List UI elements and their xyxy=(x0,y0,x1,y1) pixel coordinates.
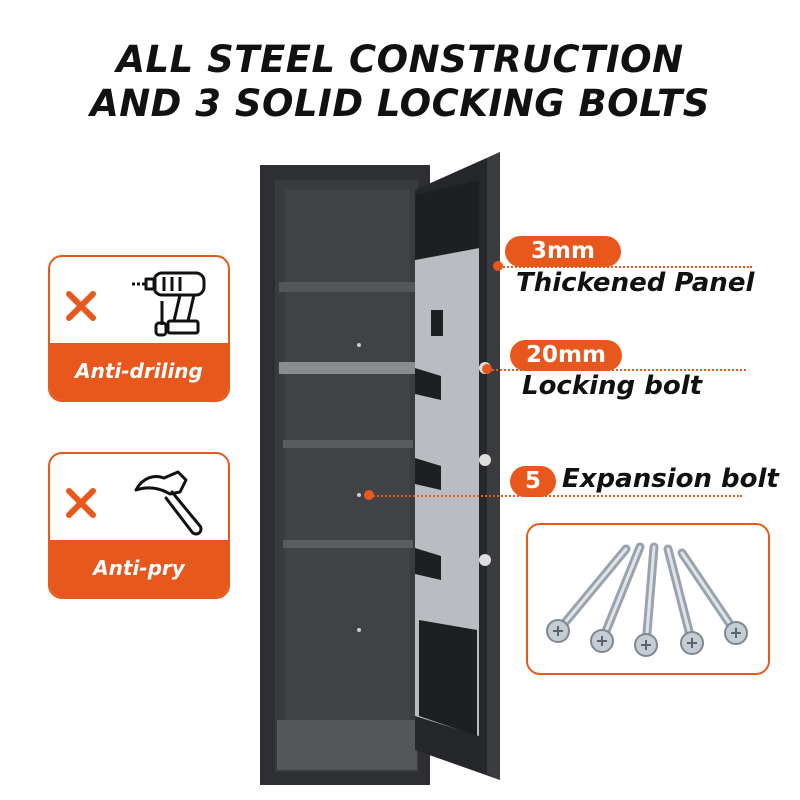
spec-leader-line xyxy=(500,266,752,268)
expansion-bolt-highlight xyxy=(644,545,656,647)
spec-value-badge: 5 xyxy=(510,466,556,497)
feature-card-anti-drilling: Anti-driling xyxy=(48,255,230,402)
feature-card-anti-pry: Anti-pry xyxy=(48,452,230,599)
spec-marker-dot xyxy=(493,261,503,271)
phillips-slot xyxy=(731,628,741,638)
spec-value-badge: 3mm xyxy=(505,236,621,267)
phillips-slot xyxy=(687,638,697,648)
feature-label: Anti-pry xyxy=(50,540,228,597)
spec-label: Expansion bolt xyxy=(562,464,779,494)
x-mark-icon xyxy=(66,488,96,518)
feature-label: Anti-driling xyxy=(50,343,228,400)
expansion-bolt-highlight xyxy=(666,547,694,645)
spec-label: Locking bolt xyxy=(522,371,703,401)
spec-leader-line xyxy=(488,369,746,371)
drill-icon xyxy=(132,271,206,337)
x-mark-icon xyxy=(66,291,96,321)
headline-line-2: AND 3 SOLID LOCKING BOLTS xyxy=(90,82,710,125)
expansion-bolt-highlight xyxy=(556,547,628,633)
spec-marker-dot xyxy=(364,490,374,500)
phillips-slot xyxy=(553,626,563,636)
expansion-bolts-panel xyxy=(526,523,770,675)
spec-label: Thickened Panel xyxy=(516,268,755,298)
spec-marker-dot xyxy=(482,364,492,374)
spec-value-badge: 20mm xyxy=(510,340,622,371)
headline-line-1: ALL STEEL CONSTRUCTION xyxy=(116,38,684,81)
spec-leader-line xyxy=(370,495,742,497)
expansion-bolt-highlight xyxy=(680,551,738,635)
phillips-slot xyxy=(597,636,607,646)
phillips-slot xyxy=(641,640,651,650)
expansion-bolt-highlight xyxy=(600,545,642,643)
gun-safe-image xyxy=(260,152,500,785)
hammer-icon xyxy=(134,470,203,536)
expansion-bolts-image xyxy=(546,542,748,657)
